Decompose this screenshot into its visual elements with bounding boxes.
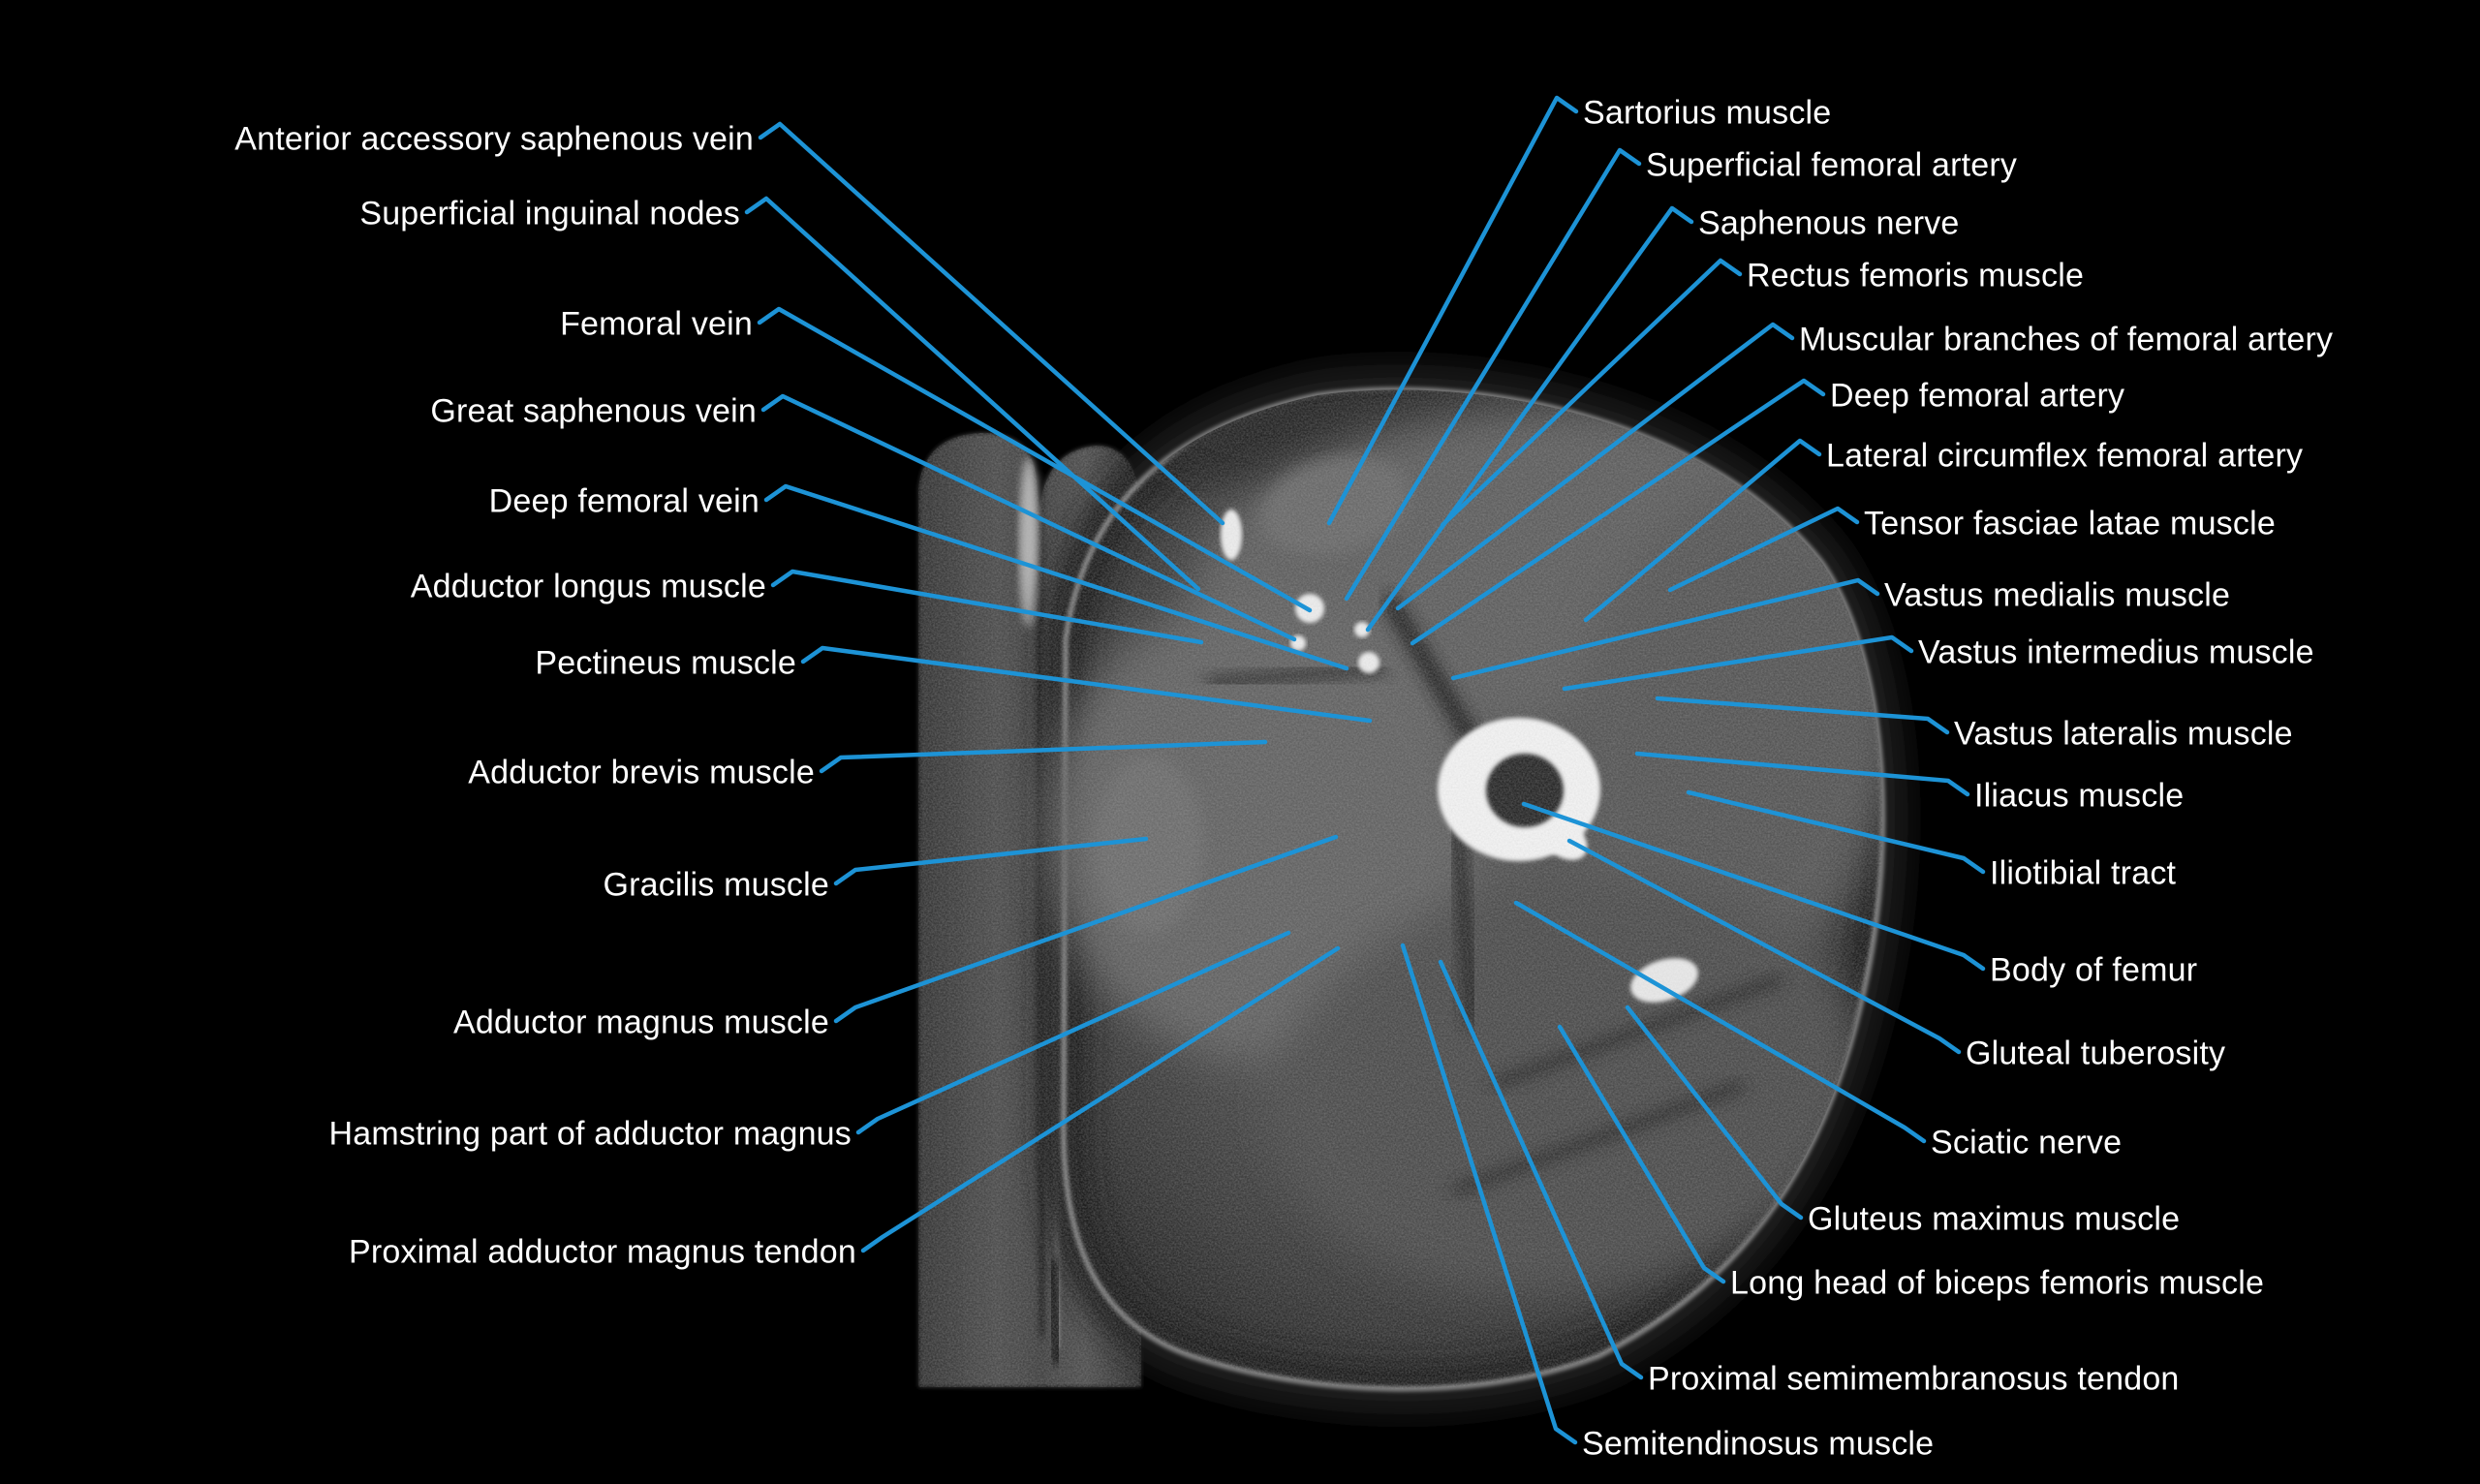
thigh-cross-section [918, 364, 1908, 1414]
leader-line [1667, 506, 1860, 593]
anatomy-label: Pectineus muscle [535, 644, 796, 682]
anatomy-label: Femoral vein [560, 305, 753, 343]
leader-line [1395, 322, 1795, 611]
leader-line [1440, 258, 1743, 528]
leader-line [819, 739, 1268, 774]
leader-line [1344, 147, 1642, 602]
leader-line [1400, 943, 1578, 1445]
ct-noise [918, 389, 1883, 1389]
leader-line [860, 945, 1341, 1253]
leader-line [1521, 801, 1986, 972]
anatomy-label: Vastus medialis muscle [1884, 576, 2231, 614]
leader-line [1562, 634, 1914, 692]
anatomy-label: Iliacus muscle [1974, 777, 2185, 815]
leader-line [1686, 789, 1986, 875]
leader-line [1326, 95, 1579, 526]
anatomy-label: Superficial femoral artery [1646, 146, 2018, 184]
anatomy-label: Gluteus maximus muscle [1808, 1200, 2181, 1238]
leader-line [1513, 900, 1927, 1144]
leader-line [1655, 696, 1950, 735]
anatomy-label: Iliotibial tract [1990, 854, 2177, 892]
anatomy-label: Gracilis muscle [603, 866, 829, 904]
anatomy-label: Proximal semimembranosus tendon [1648, 1360, 2180, 1398]
anatomy-label: Gluteal tuberosity [1966, 1035, 2226, 1072]
leader-line [1583, 438, 1822, 623]
leader-line [758, 121, 1225, 526]
anatomy-label: Vastus intermedius muscle [1918, 634, 2314, 671]
anatomy-label: Saphenous nerve [1698, 204, 1960, 242]
anatomy-label: Rectus femoris muscle [1747, 257, 2085, 294]
anatomy-label: Hamstring part of adductor magnus [328, 1115, 852, 1153]
leader-line [1634, 751, 1970, 797]
anatomy-label: Deep femoral artery [1830, 377, 2125, 415]
leader-line [760, 393, 1297, 642]
anatomy-label: Long head of biceps femoris muscle [1730, 1264, 2265, 1302]
anatomy-label: Lateral circumflex femoral artery [1826, 437, 2304, 475]
leader-line [757, 306, 1313, 613]
anatomy-label: Muscular branches of femoral artery [1799, 321, 2334, 358]
leader-line [1566, 838, 1962, 1055]
leader-line [763, 483, 1349, 671]
anatomy-label: Sartorius muscle [1583, 94, 1832, 132]
leader-line [1365, 205, 1694, 633]
anatomy-label: Anterior accessory saphenous vein [234, 120, 754, 158]
leader-line [1625, 1005, 1804, 1221]
leader-line [770, 569, 1204, 645]
anatomy-label: Vastus lateralis muscle [1954, 715, 2293, 753]
anatomy-label: Deep femoral vein [488, 482, 760, 520]
leader-line [1410, 378, 1826, 646]
anatomy-label: Superficial inguinal nodes [359, 195, 740, 232]
anatomy-label: Proximal adductor magnus tendon [348, 1233, 856, 1271]
leader-line [744, 196, 1201, 592]
leader-line [855, 930, 1291, 1135]
leader-line [1450, 577, 1880, 681]
anatomy-label: Semitendinosus muscle [1582, 1425, 1935, 1463]
anatomy-label: Tensor fasciae latae muscle [1864, 505, 2276, 542]
anatomy-label: Sciatic nerve [1931, 1124, 2123, 1161]
leader-lines [744, 95, 1986, 1445]
anatomy-label: Adductor brevis muscle [468, 754, 815, 791]
anatomy-label: Great saphenous vein [430, 392, 757, 430]
anatomy-label: Adductor longus muscle [410, 568, 766, 605]
leader-line [833, 836, 1149, 886]
leader-line [833, 834, 1339, 1024]
anatomy-label: Body of femur [1990, 951, 2198, 989]
leader-line [1557, 1024, 1726, 1284]
leader-line [800, 645, 1373, 724]
anatomy-label: Adductor magnus muscle [452, 1004, 829, 1041]
leader-line [1438, 959, 1644, 1380]
